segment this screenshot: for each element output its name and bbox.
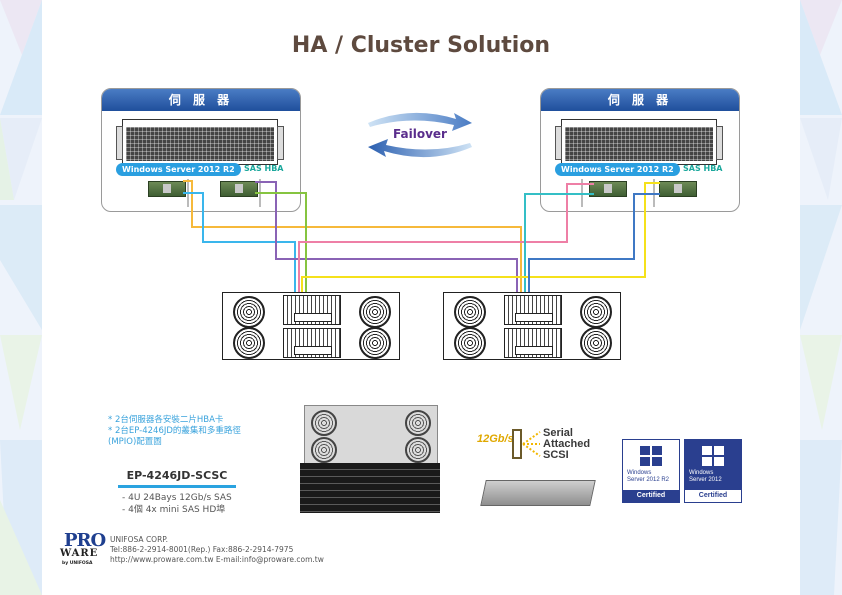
jbod-enclosure-right (443, 292, 621, 360)
cable-blue (528, 193, 660, 320)
os-label: Windows Server 2012 R2 (555, 163, 680, 176)
server-panel-right: 伺 服 器 Windows Server 2012 R2 SAS HBA (540, 88, 740, 212)
hba-card-icon (659, 181, 697, 197)
windows-logo-icon (640, 446, 662, 466)
sas-hba-label: SAS HBA (244, 164, 284, 173)
server-panel-left: 伺 服 器 Windows Server 2012 R2 SAS HBA (101, 88, 301, 212)
cable-lightblue (183, 192, 296, 355)
spec-line: - 4個 4x mini SAS HD埠 (122, 505, 226, 515)
product-specs: - 4U 24Bays 12Gb/s SAS - 4個 4x mini SAS … (122, 492, 232, 516)
hba-card-icon (589, 181, 627, 197)
server-chassis-icon (555, 119, 723, 165)
cable-pink (298, 183, 594, 320)
server-header: 伺 服 器 (541, 89, 739, 111)
right-decorative-border (800, 0, 842, 595)
configuration-notes: * 2台伺服器各安裝二片HBA卡 * 2台EP-4246JD的叢集和多重路徑 (… (108, 415, 241, 448)
cable-orange (183, 180, 522, 320)
hba-card-icon (148, 181, 186, 197)
jbod-enclosure-left (222, 292, 400, 360)
proware-logo: PRO WARE by UNIFOSA (60, 530, 106, 566)
model-underline (118, 485, 236, 488)
sas-hba-label: SAS HBA (683, 164, 723, 173)
company-web: http://www.proware.com.tw E-mail:info@pr… (110, 555, 324, 564)
note-line: * 2台EP-4246JD的叢集和多重路徑 (108, 426, 241, 436)
company-contact: Tel:886-2-2914-8001(Rep.) Fax:886-2-2914… (110, 545, 294, 554)
company-info: UNIFOSA CORP. Tel:886-2-2914-8001(Rep.) … (110, 535, 324, 565)
company-name: UNIFOSA CORP. (110, 535, 169, 544)
controller-module-image (480, 480, 596, 506)
failover-indicator: Failover (360, 107, 480, 163)
spec-line: - 4U 24Bays 12Gb/s SAS (122, 493, 232, 503)
product-image (298, 405, 442, 513)
page-title: HA / Cluster Solution (291, 33, 551, 58)
sas-speed-label: 12Gb/s (477, 433, 514, 445)
failover-label: Failover (393, 127, 447, 141)
left-decorative-border (0, 0, 42, 595)
sas-signal-icon (512, 429, 541, 459)
cable-purple (255, 181, 518, 355)
server-chassis-icon (116, 119, 284, 165)
hba-card-icon (220, 181, 258, 197)
product-model: EP-4246JD-SCSC (126, 469, 228, 482)
server-header: 伺 服 器 (102, 89, 300, 111)
note-line: (MPIO)配置圖 (108, 437, 162, 447)
sas-logo-text: Serial Attached SCSI (543, 427, 591, 461)
note-line: * 2台伺服器各安裝二片HBA卡 (108, 415, 224, 425)
bidirectional-arrows-icon (368, 112, 472, 158)
windows-logo-icon (702, 446, 724, 466)
os-label: Windows Server 2012 R2 (116, 163, 241, 176)
